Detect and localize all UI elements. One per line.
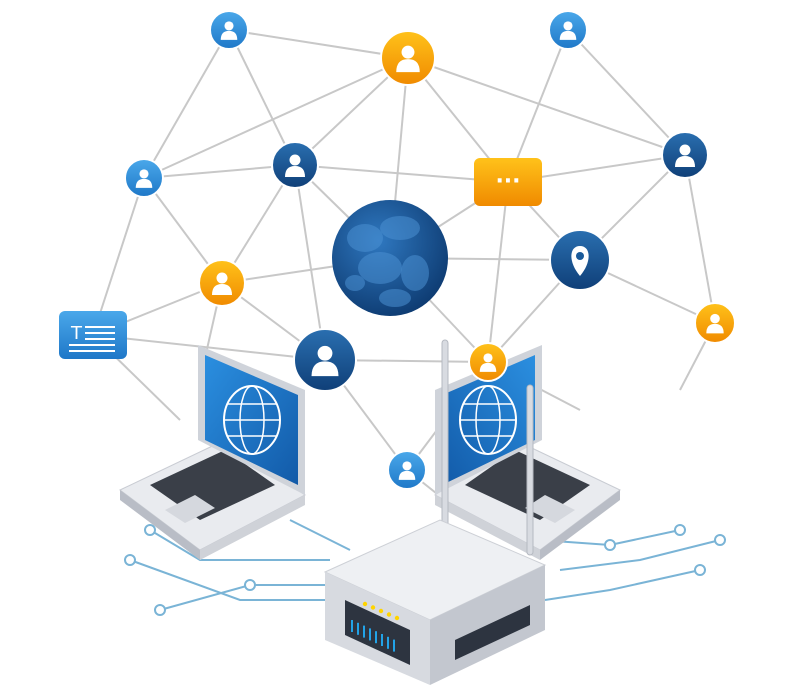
chat-bubble-icon — [474, 158, 542, 206]
circuit-trace — [559, 539, 721, 571]
circuit-node — [144, 524, 156, 536]
user-icon — [401, 45, 415, 59]
circuit-trace — [289, 519, 351, 551]
continent — [401, 255, 429, 291]
user-node — [380, 30, 436, 86]
chat-node: ··· — [474, 158, 542, 206]
status-led — [394, 615, 400, 621]
continent — [379, 289, 411, 307]
connection-line — [92, 177, 145, 336]
laptop — [119, 345, 306, 560]
circuit-node — [694, 564, 706, 576]
circuit-node — [714, 534, 726, 546]
devices — [119, 339, 621, 685]
user-node — [694, 302, 736, 344]
user-icon — [679, 144, 691, 156]
status-led — [386, 612, 392, 617]
connection-line — [294, 164, 326, 361]
document-icon — [59, 311, 127, 359]
user-icon — [483, 353, 493, 363]
antenna-right — [526, 384, 534, 556]
document-letter: T — [70, 323, 83, 344]
router-vent — [455, 605, 530, 660]
user-node — [271, 141, 319, 189]
laptop — [434, 345, 621, 560]
user-icon — [710, 313, 720, 324]
connection-line — [407, 57, 686, 156]
antenna-left — [441, 339, 449, 551]
status-led — [370, 605, 376, 610]
connection-line — [143, 57, 409, 179]
location-pin-icon — [571, 246, 589, 276]
connection-line — [294, 164, 509, 183]
connection-line — [567, 29, 686, 156]
connection-line — [487, 181, 509, 363]
connection-line — [92, 334, 326, 361]
user-node — [468, 342, 508, 382]
user-node — [124, 158, 164, 198]
continent — [358, 252, 402, 284]
chat-bubble-text: ··· — [495, 169, 520, 194]
touchpad — [165, 495, 215, 523]
circuit-trace — [159, 584, 330, 611]
connection-line — [143, 164, 296, 179]
network-nodes: ··· T — [59, 10, 736, 490]
router — [323, 339, 547, 685]
user-icon — [224, 21, 234, 31]
connection-line — [507, 29, 569, 183]
continent — [380, 216, 420, 240]
user-node — [548, 10, 588, 50]
connection-line — [228, 29, 296, 166]
user-icon — [139, 169, 149, 179]
connection-line — [228, 29, 409, 59]
touchpad — [525, 495, 575, 523]
user-node — [198, 259, 246, 307]
user-node — [209, 10, 249, 50]
user-node — [661, 131, 709, 179]
status-led — [362, 601, 368, 607]
circuit-node — [124, 554, 136, 566]
globe-node — [332, 200, 448, 316]
continent — [347, 224, 383, 252]
connection-line — [684, 154, 716, 324]
location-node — [549, 229, 611, 291]
user-icon — [289, 154, 301, 166]
status-led — [378, 608, 384, 614]
circuit-trace — [544, 569, 701, 601]
document-node: T — [59, 311, 127, 359]
circuit-node — [244, 579, 256, 591]
connection-line — [143, 29, 230, 179]
user-node — [387, 450, 427, 490]
user-icon — [402, 461, 412, 471]
user-icon — [317, 345, 333, 361]
user-node — [293, 328, 357, 392]
circuit-trace — [129, 559, 330, 601]
circuit-node — [604, 539, 616, 551]
continent — [345, 275, 365, 291]
circuit-node — [674, 524, 686, 536]
user-icon — [216, 272, 228, 284]
user-icon — [563, 21, 573, 31]
circuit-node — [154, 604, 166, 616]
